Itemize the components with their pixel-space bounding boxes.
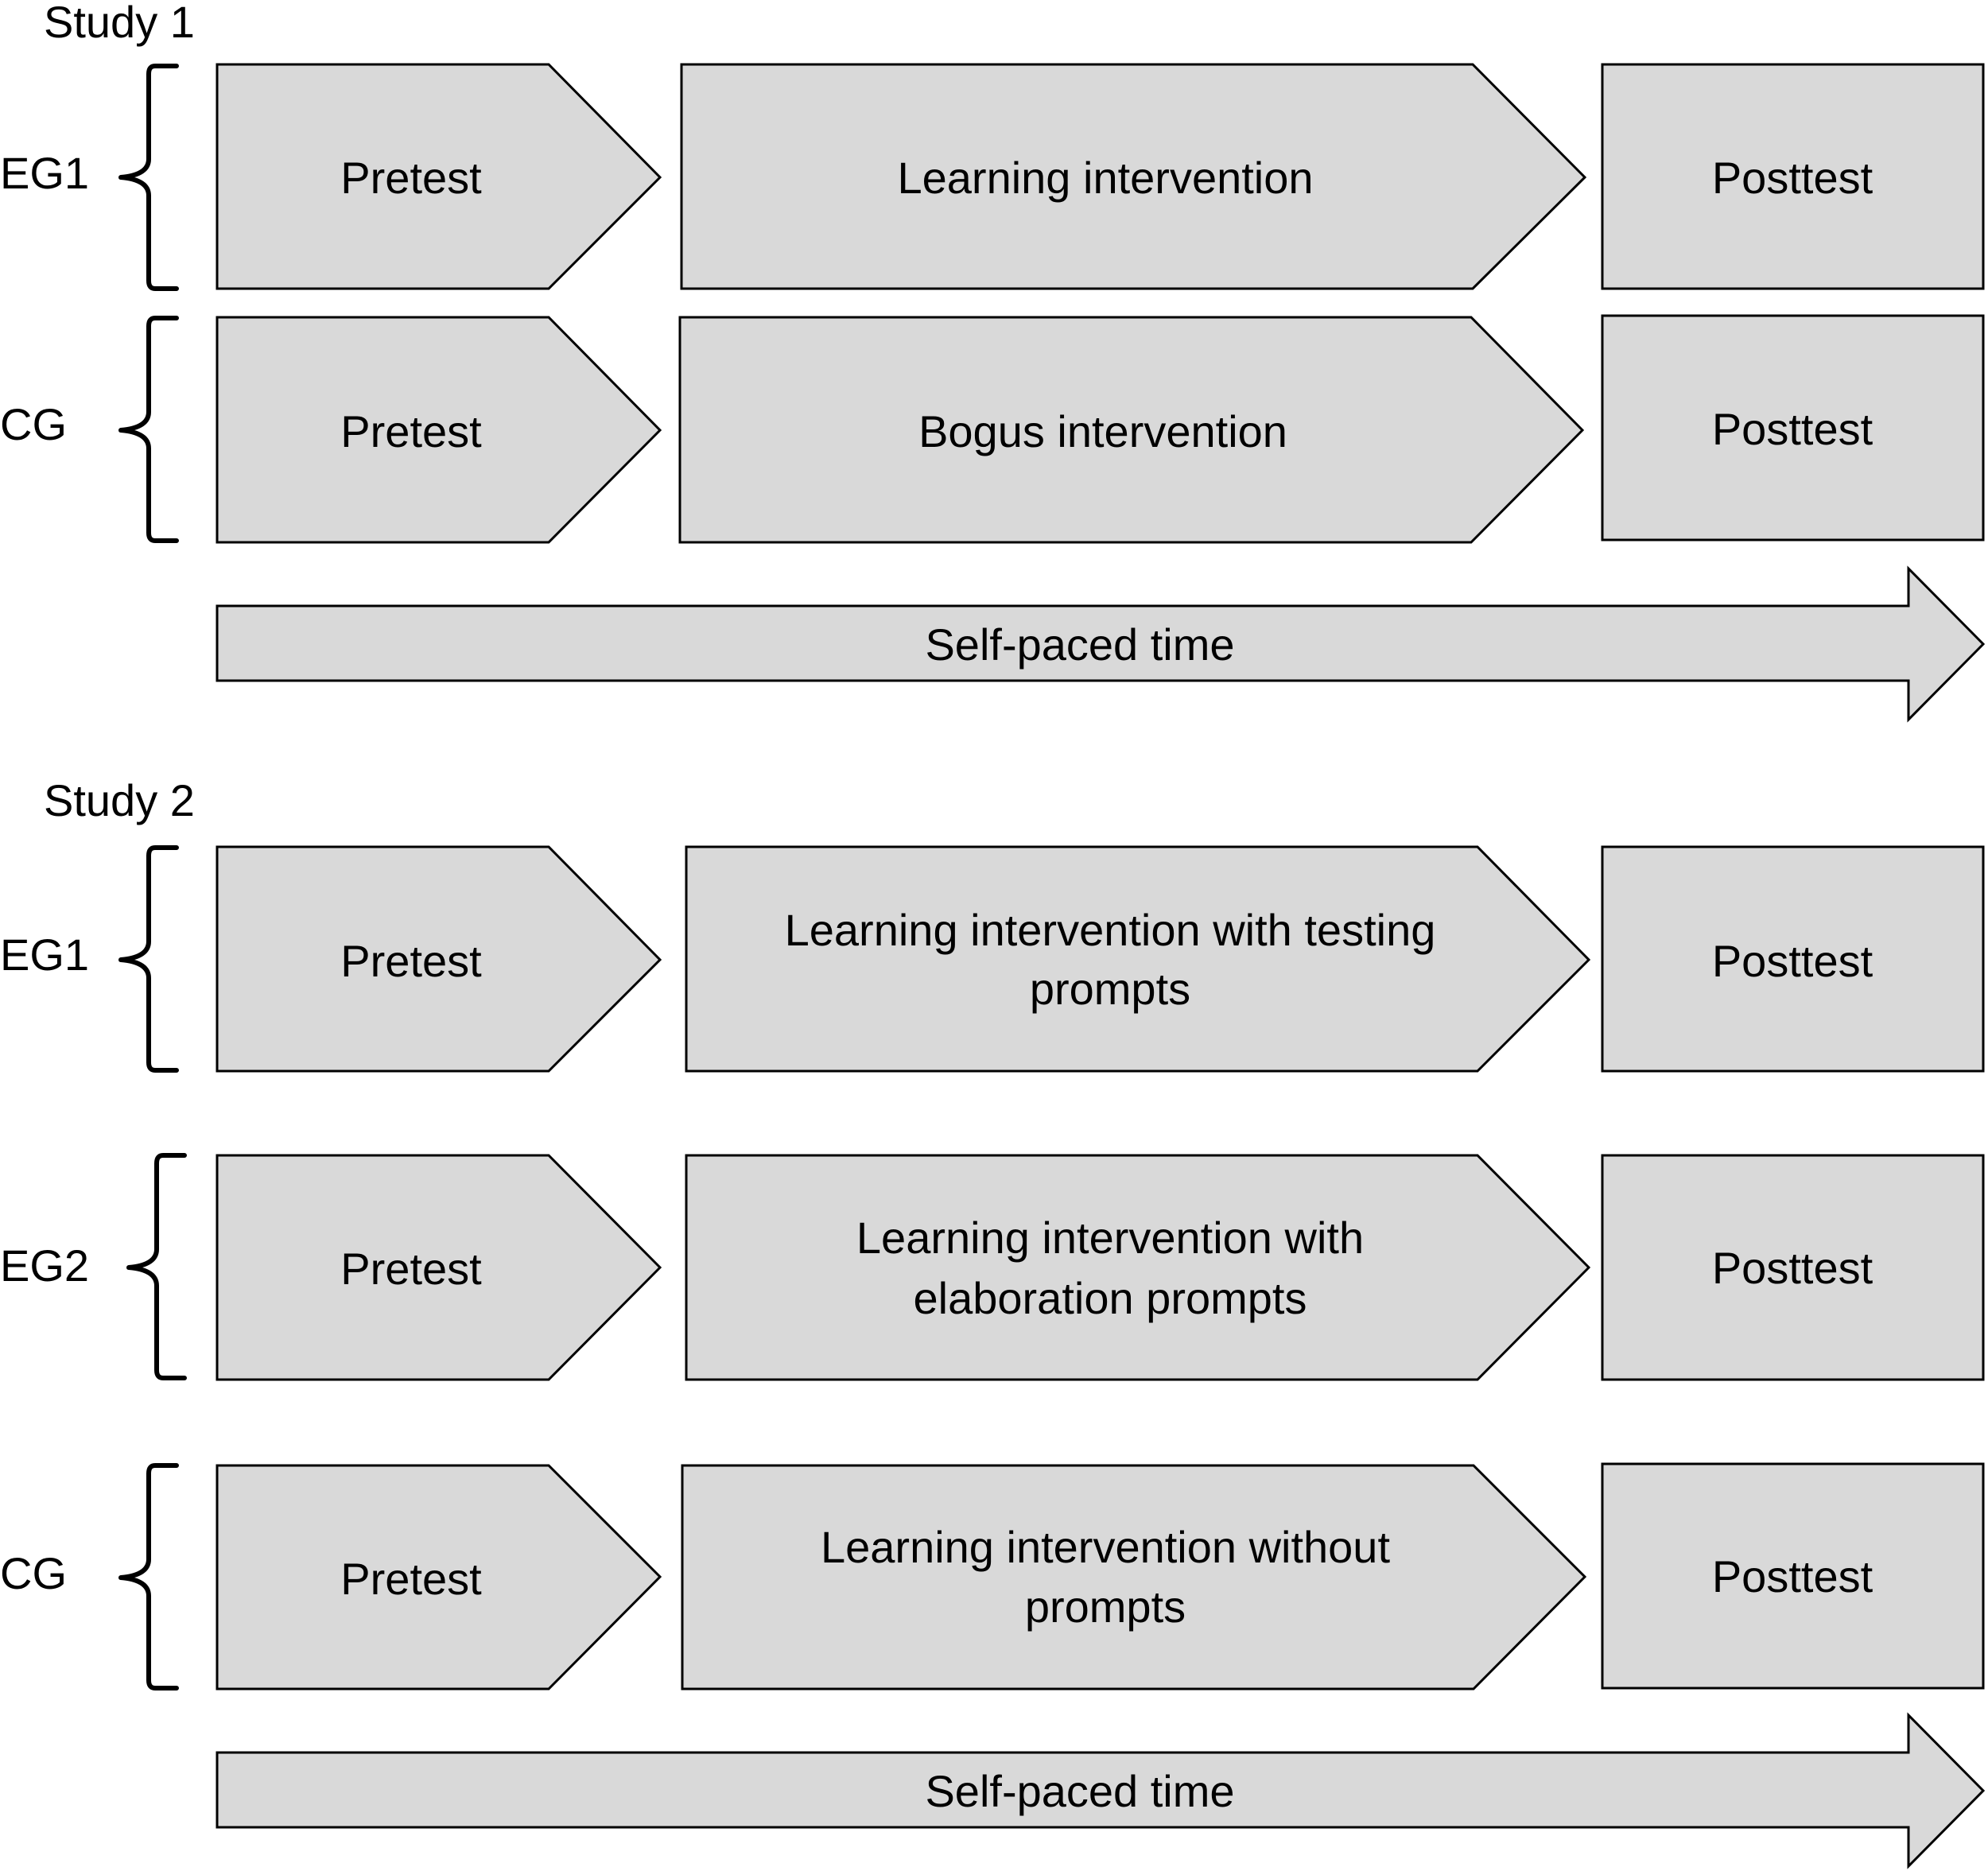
study2-eg2-pretest-box (215, 1154, 662, 1381)
study2-cg-intervention-line1: Learning intervention without (821, 1522, 1390, 1572)
study2-eg1-brace (118, 845, 179, 1073)
study2-eg1-intervention-line1: Learning intervention with testing (785, 905, 1436, 955)
study1-eg1-intervention-label: Learning intervention (897, 153, 1313, 203)
study1-time-arrow-label: Self-paced time (925, 619, 1234, 670)
study1-eg1-pretest-label: Pretest (340, 153, 482, 203)
study1-cg-intervention-label: Bogus intervention (918, 406, 1287, 456)
study2-eg1-pretest-label: Pretest (340, 936, 482, 986)
study1-cg-label: CG (0, 399, 67, 449)
study2-eg2-intervention-line2: elaboration prompts (914, 1273, 1307, 1323)
study1-eg1-row: EG1 Pretest Learning intervention Postte… (0, 63, 1985, 291)
study2-eg2-brace (126, 1153, 187, 1380)
study2-eg2-label: EG2 (0, 1240, 89, 1291)
study2-eg2-pretest-label: Pretest (340, 1244, 482, 1294)
study1-cg-posttest-label: Posttest (1712, 404, 1873, 454)
study1-eg1-pretest-box (215, 63, 662, 290)
study2-cg-pretest-box (215, 1464, 662, 1690)
study2-eg1-row: EG1 Pretest Learning intervention with t… (0, 845, 1985, 1073)
study2-eg1-posttest-label: Posttest (1712, 936, 1873, 986)
study2-eg2-row: EG2 Pretest Learning intervention with e… (0, 1153, 1985, 1381)
study2-eg1-intervention-box (685, 845, 1591, 1073)
study2-eg2-intervention-line1: Learning intervention with (856, 1213, 1364, 1263)
study2-cg-intervention-line2: prompts (1025, 1582, 1186, 1632)
study1-eg1-label: EG1 (0, 148, 89, 198)
study2-cg-row: CG Pretest Learning intervention without… (0, 1462, 1985, 1690)
study1-cg-posttest-box (1601, 314, 1985, 542)
study1-cg-pretest-label: Pretest (340, 406, 482, 456)
study2-cg-brace (118, 1463, 179, 1690)
study1-eg1-posttest-label: Posttest (1712, 153, 1873, 203)
study2-time-arrow (215, 1712, 1986, 1869)
study2-cg-intervention-box (681, 1464, 1587, 1690)
study1-eg1-posttest-box (1601, 63, 1985, 290)
study2-eg1-label: EG1 (0, 930, 89, 980)
study1-eg1-intervention-box (680, 63, 1587, 290)
study1-cg-intervention-box (678, 316, 1585, 544)
study2-eg2-posttest-box (1601, 1154, 1985, 1381)
study2-title: Study 2 (44, 775, 195, 825)
study2-eg1-posttest-box (1601, 845, 1985, 1073)
study1-time-arrow (215, 565, 1986, 723)
study1-eg1-brace (118, 64, 179, 291)
study1-cg-row: CG Pretest Bogus intervention Posttest (0, 314, 1985, 544)
study2-eg2-intervention-box (685, 1154, 1591, 1381)
study2-eg1-intervention-line2: prompts (1030, 964, 1190, 1014)
study1-cg-brace (118, 316, 179, 543)
study2-time-arrow-label: Self-paced time (925, 1766, 1234, 1816)
study2-cg-label: CG (0, 1548, 67, 1598)
study2-cg-pretest-label: Pretest (340, 1554, 482, 1604)
study2-eg2-posttest-label: Posttest (1712, 1243, 1873, 1293)
study2-eg1-pretest-box (215, 845, 662, 1073)
study2-cg-posttest-label: Posttest (1712, 1551, 1873, 1601)
study1-cg-pretest-box (215, 316, 662, 544)
study2-cg-posttest-box (1601, 1462, 1985, 1690)
study1-title: Study 1 (44, 0, 195, 47)
